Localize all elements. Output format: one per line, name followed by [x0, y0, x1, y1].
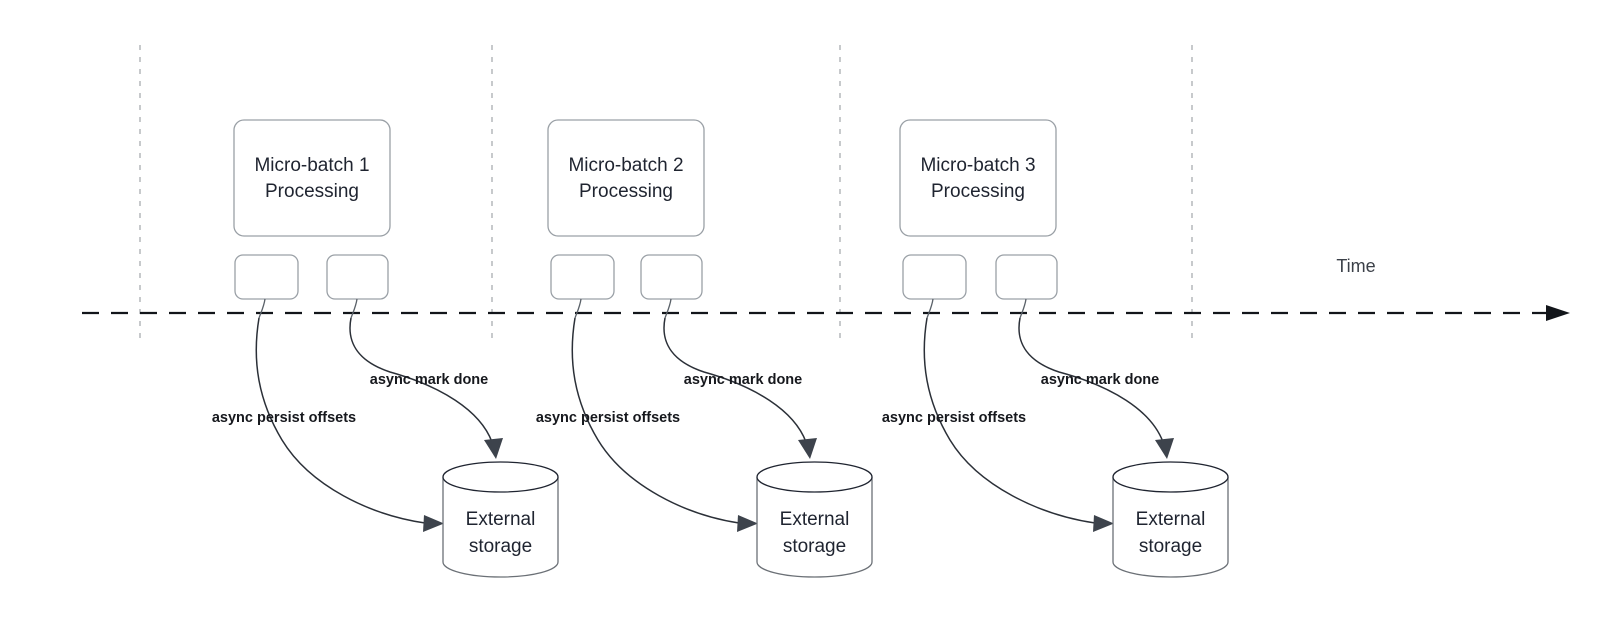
micro-batch-2-label-line2: Processing [579, 181, 673, 202]
task-box-2a[interactable] [550, 254, 615, 300]
external-storage-3-body[interactable] [1112, 477, 1229, 578]
micro-batch-3-label-line2: Processing [931, 181, 1025, 202]
external-storage-2-top [756, 461, 873, 493]
timeline-arrowhead [1546, 305, 1570, 321]
task-box-2b[interactable] [640, 254, 703, 300]
edge-label-async-mark-done-3: async mark done [1041, 372, 1159, 388]
flow-arrowhead-markdone-3 [1155, 438, 1174, 459]
time-axis: Time [82, 256, 1570, 321]
time-axis-label: Time [1336, 256, 1375, 276]
flow-arrowhead-persist-3 [1093, 515, 1114, 532]
micro-batch-group-2: Micro-batch 2 Processing async persist o… [536, 119, 873, 578]
flow-arrowhead-persist-2 [737, 515, 758, 532]
edge-label-async-persist-offsets-1: async persist offsets [212, 410, 356, 426]
external-storage-2-label-line1: External [780, 509, 850, 530]
task-box-1b-stem [350, 298, 358, 319]
external-storage-1-top [442, 461, 559, 493]
edge-label-async-persist-offsets-3: async persist offsets [882, 410, 1026, 426]
task-box-1b[interactable] [326, 254, 389, 300]
external-storage-3-top [1112, 461, 1229, 493]
external-storage-2-body[interactable] [756, 477, 873, 578]
external-storage-1-label-line1: External [466, 509, 536, 530]
task-box-3b[interactable] [995, 254, 1058, 300]
task-box-3a[interactable] [902, 254, 967, 300]
micro-batch-group-1: Micro-batch 1 Processing async persist o… [212, 119, 559, 578]
flow-async-persist-offsets-3 [923, 317, 1096, 524]
flow-async-mark-done-1 [349, 317, 493, 443]
flow-arrowhead-markdone-1 [484, 438, 503, 459]
micro-batch-1-box[interactable] [233, 119, 391, 237]
gridlines-group [139, 45, 1193, 342]
micro-batch-3-box[interactable] [899, 119, 1057, 237]
external-storage-2-label-line2: storage [783, 536, 846, 557]
flow-arrowhead-markdone-2 [798, 438, 817, 459]
flow-async-mark-done-3 [1018, 317, 1164, 443]
task-box-2b-stem [664, 298, 672, 319]
task-box-3a-stem [926, 298, 934, 319]
micro-batch-2-box[interactable] [547, 119, 705, 237]
task-box-2a-stem [574, 298, 582, 319]
micro-batch-3-label-line1: Micro-batch 3 [920, 155, 1035, 176]
task-box-1a[interactable] [234, 254, 299, 300]
edge-label-async-persist-offsets-2: async persist offsets [536, 410, 680, 426]
edge-label-async-mark-done-1: async mark done [370, 372, 488, 388]
external-storage-1-label-line2: storage [469, 536, 532, 557]
micro-batch-1-label-line1: Micro-batch 1 [254, 155, 369, 176]
flow-arrowhead-persist-1 [423, 515, 444, 532]
micro-batch-2-label-line1: Micro-batch 2 [568, 155, 683, 176]
flow-async-persist-offsets-2 [571, 317, 740, 524]
task-box-1a-stem [258, 298, 266, 319]
external-storage-1-body[interactable] [442, 477, 559, 578]
task-box-3b-stem [1019, 298, 1027, 319]
external-storage-3-label-line2: storage [1139, 536, 1202, 557]
flow-async-persist-offsets-1 [255, 317, 426, 524]
micro-batch-group-3: Micro-batch 3 Processing async persist o… [882, 119, 1229, 578]
flow-async-mark-done-2 [663, 317, 807, 443]
external-storage-3-label-line1: External [1136, 509, 1206, 530]
edge-label-async-mark-done-2: async mark done [684, 372, 802, 388]
micro-batch-1-label-line2: Processing [265, 181, 359, 202]
